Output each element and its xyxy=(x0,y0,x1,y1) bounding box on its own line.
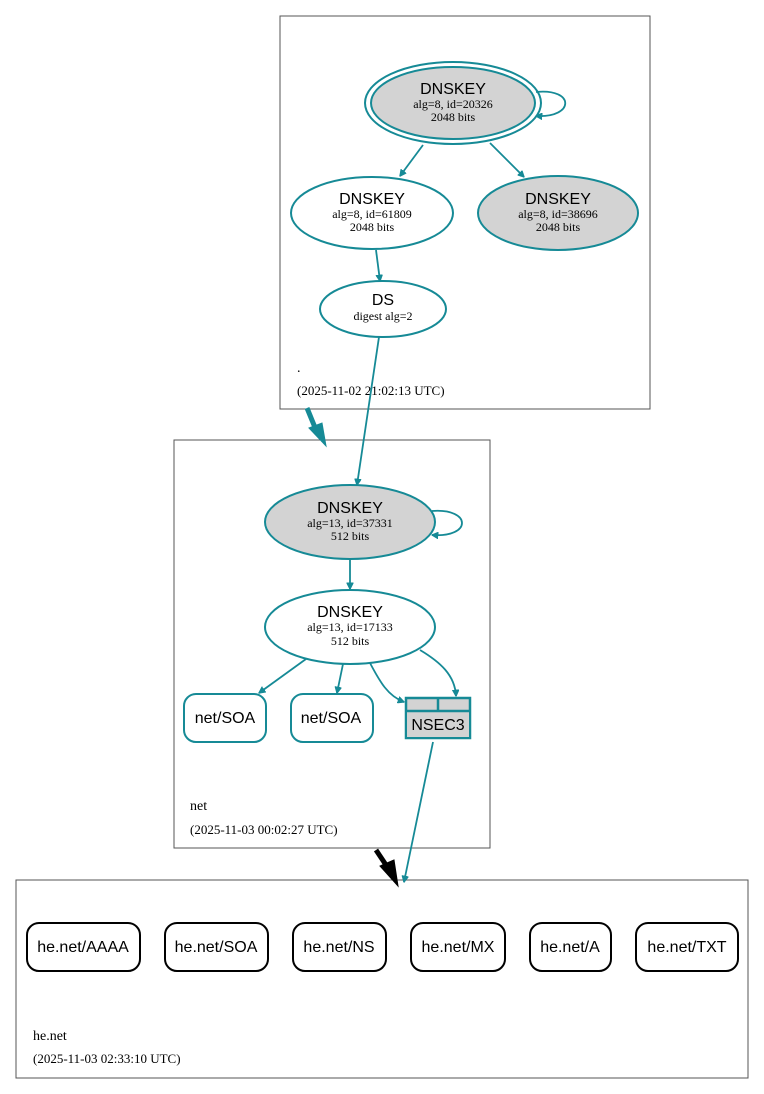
root-ksk-line2: 2048 bits xyxy=(431,110,476,124)
net-nsec3-node[interactable]: NSEC3 xyxy=(404,696,472,740)
net-soa-node-1[interactable]: net/SOA xyxy=(183,693,267,743)
net-soa-box-2 xyxy=(290,693,374,743)
henet-rr-aaaa-box xyxy=(26,922,141,972)
root-key3-title: DNSKEY xyxy=(525,191,591,208)
delegation-arrowhead-root-net xyxy=(308,422,327,448)
net-zsk-ellipse xyxy=(264,589,436,665)
edge-net-zsk-to-nsec3-a xyxy=(369,662,404,702)
henet-rr-ns-box xyxy=(292,922,387,972)
net-ksk-node[interactable]: DNSKEY alg=13, id=37331 512 bits xyxy=(264,484,436,560)
henet-rr-txt-box xyxy=(635,922,739,972)
net-ksk-title: DNSKEY xyxy=(317,500,383,517)
root-key3-node[interactable]: DNSKEY alg=8, id=38696 2048 bits xyxy=(477,175,639,251)
henet-rr-txt-label: he.net/TXT xyxy=(647,939,726,956)
zone-root-name: . xyxy=(297,361,301,376)
root-key3-line2: 2048 bits xyxy=(536,220,581,234)
zone-net-name: net xyxy=(190,799,207,814)
root-ksk-ellipse xyxy=(370,66,536,140)
root-zsk-title: DNSKEY xyxy=(339,191,405,208)
henet-rr-aaaa[interactable]: he.net/AAAA xyxy=(26,922,141,972)
henet-rr-soa-label: he.net/SOA xyxy=(175,939,258,956)
net-nsec3-body xyxy=(407,711,469,737)
net-ksk-self-edge xyxy=(432,510,463,535)
edge-root-ksk-to-key3 xyxy=(489,142,524,177)
net-ksk-ellipse xyxy=(264,484,436,560)
henet-rr-a-box xyxy=(529,922,612,972)
edge-root-zsk-to-ds xyxy=(375,249,380,281)
net-soa-node-2[interactable]: net/SOA xyxy=(290,693,374,743)
root-key3-line1: alg=8, id=38696 xyxy=(518,207,598,221)
root-ksk-title: DNSKEY xyxy=(420,81,486,98)
root-zsk-ellipse xyxy=(290,176,454,250)
henet-rr-soa[interactable]: he.net/SOA xyxy=(164,922,269,972)
root-ds-node[interactable]: DS digest alg=2 xyxy=(319,280,447,338)
zone-henet: he.net/AAAA he.net/SOA he.net/NS he.net/… xyxy=(15,741,749,1079)
zone-henet-box xyxy=(15,879,749,1079)
edge-net-zsk-to-soa2 xyxy=(337,663,344,693)
edge-nsec3-to-henet xyxy=(404,741,434,882)
root-ksk-self-edge xyxy=(536,90,566,116)
henet-rr-a[interactable]: he.net/A xyxy=(529,922,612,972)
zone-henet-name: he.net xyxy=(33,1029,67,1044)
root-ds-line1: digest alg=2 xyxy=(353,309,412,323)
net-nsec3-label: NSEC3 xyxy=(411,717,464,734)
henet-rr-txt[interactable]: he.net/TXT xyxy=(635,922,739,972)
net-soa-box-1 xyxy=(183,693,267,743)
root-ksk-outer-ring xyxy=(364,61,542,145)
root-zsk-line2: 2048 bits xyxy=(350,220,395,234)
edge-root-ksk-to-zsk xyxy=(400,144,424,176)
henet-rr-a-label: he.net/A xyxy=(540,939,600,956)
edge-net-zsk-to-nsec3-b xyxy=(419,649,456,696)
root-zsk-node[interactable]: DNSKEY alg=8, id=61809 2048 bits xyxy=(290,176,454,250)
edge-net-zsk-to-soa1 xyxy=(259,658,307,693)
root-ksk-line1: alg=8, id=20326 xyxy=(413,97,493,111)
zone-net: DNSKEY alg=13, id=37331 512 bits DNSKEY … xyxy=(173,336,491,849)
henet-rr-mx[interactable]: he.net/MX xyxy=(410,922,506,972)
net-zsk-node[interactable]: DNSKEY alg=13, id=17133 512 bits xyxy=(264,589,436,665)
henet-rr-ns[interactable]: he.net/NS xyxy=(292,922,387,972)
root-ksk-node[interactable]: DNSKEY alg=8, id=20326 2048 bits xyxy=(364,61,542,145)
net-zsk-line1: alg=13, id=17133 xyxy=(307,620,393,634)
net-soa-label-1: net/SOA xyxy=(195,710,256,727)
henet-rr-mx-label: he.net/MX xyxy=(422,939,495,956)
root-zsk-line1: alg=8, id=61809 xyxy=(332,207,412,221)
henet-rr-mx-box xyxy=(410,922,506,972)
zone-henet-timestamp: (2025-11-03 02:33:10 UTC) xyxy=(33,1051,181,1066)
zone-net-timestamp: (2025-11-03 00:02:27 UTC) xyxy=(190,822,338,837)
net-soa-label-2: net/SOA xyxy=(301,710,362,727)
net-zsk-line2: 512 bits xyxy=(331,634,370,648)
henet-rr-soa-box xyxy=(164,922,269,972)
henet-rr-ns-label: he.net/NS xyxy=(303,939,374,956)
henet-rr-aaaa-label: he.net/AAAA xyxy=(37,939,129,956)
edge-root-ds-to-net-ksk xyxy=(357,336,380,485)
net-zsk-title: DNSKEY xyxy=(317,604,383,621)
delegation-arrowhead-net-henet xyxy=(379,859,399,888)
zone-root: DNSKEY alg=8, id=20326 2048 bits DNSKEY … xyxy=(279,15,651,410)
root-ds-title: DS xyxy=(372,292,394,309)
net-ksk-line1: alg=13, id=37331 xyxy=(307,516,393,530)
root-key3-ellipse xyxy=(477,175,639,251)
net-ksk-line2: 512 bits xyxy=(331,529,370,543)
